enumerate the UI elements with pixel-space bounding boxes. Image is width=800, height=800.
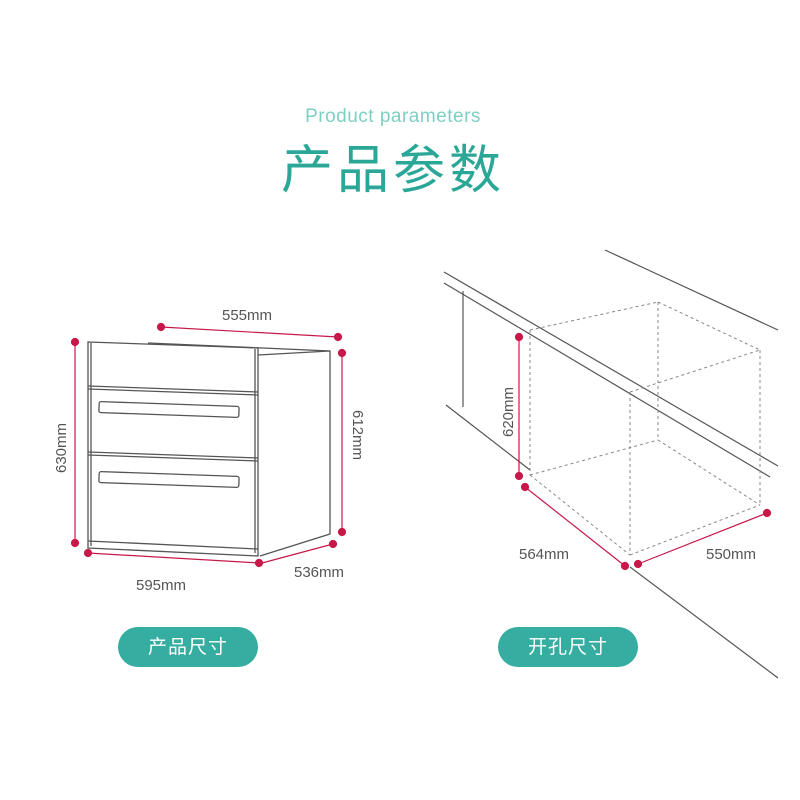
dim-dot [83, 548, 93, 558]
cutout-mid-top [629, 349, 761, 393]
product-top-edge [147, 342, 331, 557]
cutout-box [529, 301, 761, 556]
dim-dot [337, 527, 347, 537]
dim-label-cutout-height: 620mm [500, 387, 517, 437]
product-size-button[interactable]: 产品尺寸 [118, 627, 258, 667]
dim-label-width-top: 555mm [222, 307, 272, 324]
cutout-bottom-left [529, 474, 631, 556]
cutout-size-button[interactable]: 开孔尺寸 [498, 627, 638, 667]
dim-dot [254, 558, 264, 568]
floor-line-front [629, 566, 779, 679]
product-dimensions [70, 322, 347, 568]
product-panel-divider-2b [87, 454, 259, 462]
dim-line-width-bottom [87, 552, 260, 564]
cutout-bottom-back [529, 439, 659, 476]
dim-dot [70, 337, 80, 347]
floor-line-left [445, 404, 531, 471]
dim-line-cutout-depth [524, 486, 626, 567]
dim-dot [328, 539, 338, 549]
counter-edge-inner [443, 282, 771, 478]
cutout-bottom-front [629, 504, 761, 556]
wall-top-line [604, 249, 779, 331]
product-panel-divider-2 [87, 451, 259, 459]
dim-dot [633, 559, 643, 569]
dim-line-width-top [160, 326, 339, 338]
cutout-dimensions [514, 332, 772, 571]
cutout-bottom-right [657, 439, 761, 506]
drawer-handle-1 [98, 400, 240, 419]
cutout-back-top [529, 301, 659, 331]
product-panel-divider-1 [87, 385, 259, 393]
dim-label-cutout-width: 550mm [706, 546, 756, 563]
dim-dot [156, 322, 166, 332]
dim-label-height-right: 612mm [349, 410, 366, 460]
dim-line-depth [261, 543, 334, 564]
dim-line-cutout-width [637, 512, 768, 565]
page-subtitle: Product parameters [305, 106, 481, 127]
dim-dot [520, 482, 530, 492]
dim-dot [620, 561, 630, 571]
dim-dot [514, 471, 524, 481]
counter-edge-outer [443, 271, 779, 467]
drawer-handle-2 [98, 470, 240, 489]
dim-label-cutout-depth: 564mm [519, 546, 569, 563]
dim-dot [762, 508, 772, 518]
dim-dot [337, 348, 347, 358]
dim-dot [70, 538, 80, 548]
product-drawing [87, 341, 331, 557]
cutout-right-top [657, 301, 761, 351]
product-panel-divider-1b [87, 388, 259, 396]
dim-label-height-left: 630mm [53, 423, 70, 473]
dim-dot [514, 332, 524, 342]
product-top-back-line [257, 350, 331, 356]
dim-dot [333, 332, 343, 342]
product-front-face [87, 341, 259, 557]
page-title: 产品参数 [280, 141, 505, 201]
cutout-drawing [443, 249, 779, 679]
dim-label-width-bottom: 595mm [136, 577, 186, 594]
dim-label-depth: 536mm [294, 564, 344, 581]
product-base-line [87, 540, 259, 550]
